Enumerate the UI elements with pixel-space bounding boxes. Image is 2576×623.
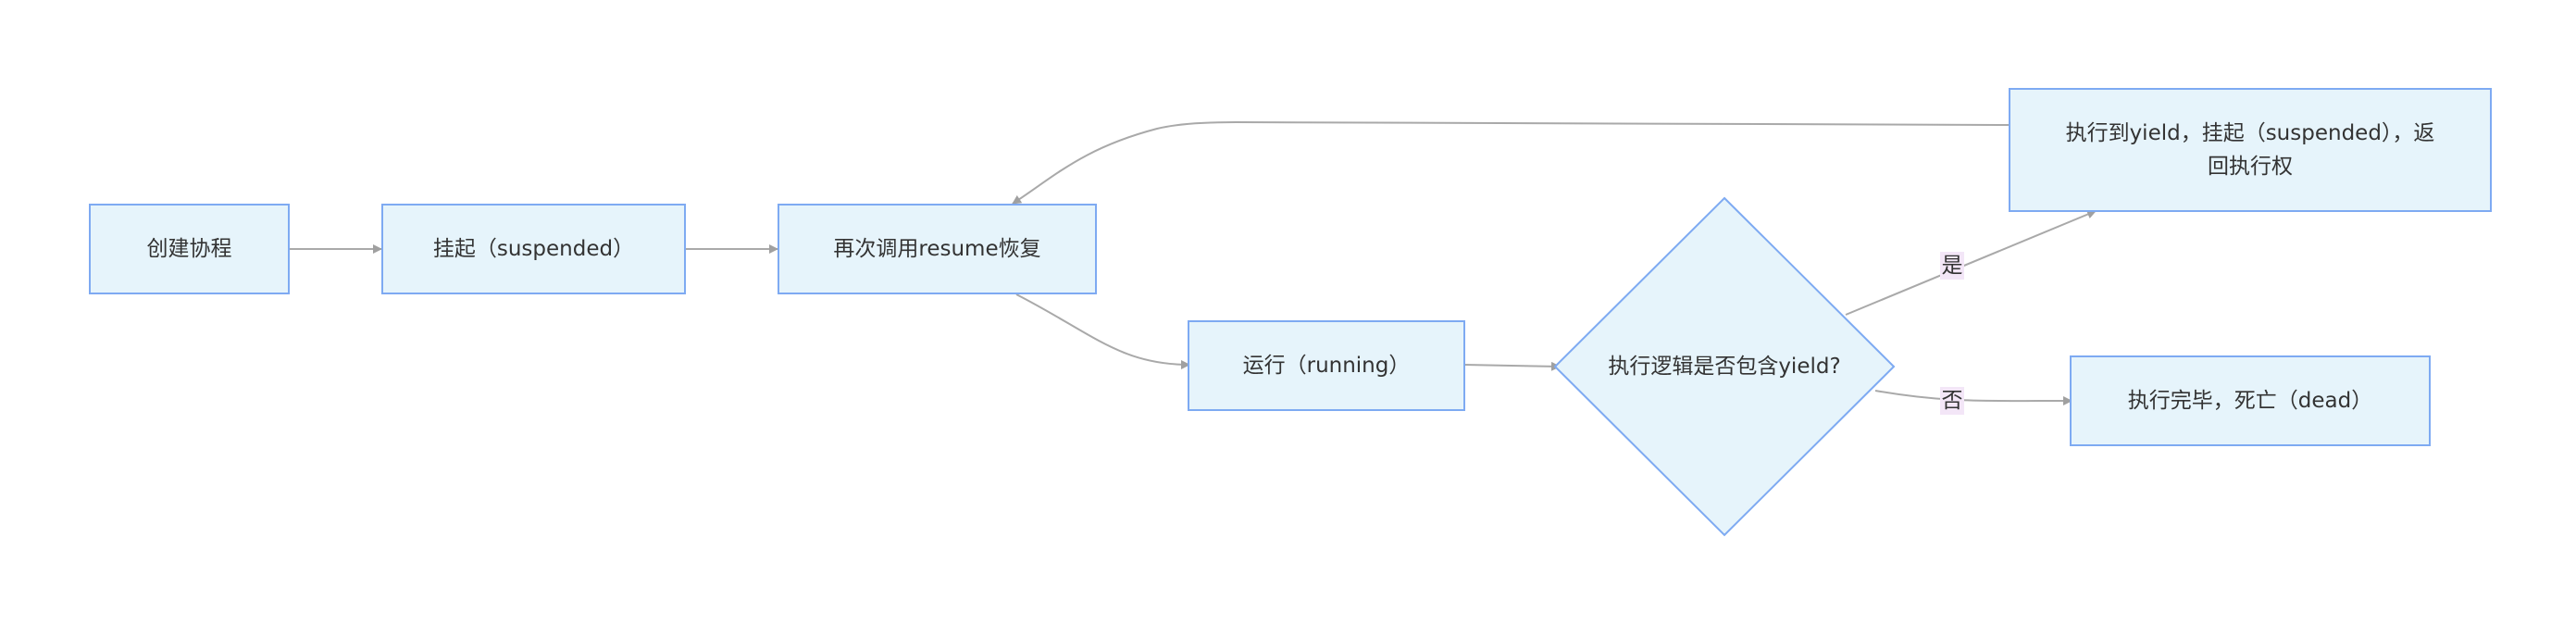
edges <box>289 120 2097 406</box>
edge-label-no: 否 <box>1940 387 1964 415</box>
node-suspended: 挂起（suspended） <box>381 204 686 294</box>
node-yield: 执行到yield，挂起（suspended），返 回执行权 <box>2009 88 2492 212</box>
node-create: 创建协程 <box>89 204 290 294</box>
node-running-label: 运行（running） <box>1243 354 1411 378</box>
edge-label-no-text: 否 <box>1942 389 1963 413</box>
edge-label-yes-text: 是 <box>1942 254 1963 278</box>
node-yield-label-line1: 执行到yield，挂起（suspended），返 <box>2066 121 2435 145</box>
node-decision: 执行逻辑是否包含yield? <box>1553 196 1896 537</box>
node-decision-label: 执行逻辑是否包含yield? <box>1608 355 1840 379</box>
edge-running-to-decision <box>1463 361 1561 371</box>
edge-decision-to-dead <box>1874 390 2072 406</box>
node-resume-label: 再次调用resume恢复 <box>833 237 1040 261</box>
node-suspended-label: 挂起（suspended） <box>433 237 634 261</box>
node-create-label: 创建协程 <box>147 237 232 261</box>
edge-resume-to-running <box>1015 293 1190 369</box>
edge-decision-to-yield <box>1845 209 2097 316</box>
edge-yield-return-to-resume <box>1012 120 2011 205</box>
node-resume: 再次调用resume恢复 <box>778 204 1097 294</box>
node-dead-label: 执行完毕，死亡（dead） <box>2128 389 2372 413</box>
edge-label-yes: 是 <box>1940 252 1964 280</box>
node-running: 运行（running） <box>1188 320 1465 411</box>
node-dead: 执行完毕，死亡（dead） <box>2070 355 2431 446</box>
node-yield-label-line2: 回执行权 <box>2208 155 2293 179</box>
